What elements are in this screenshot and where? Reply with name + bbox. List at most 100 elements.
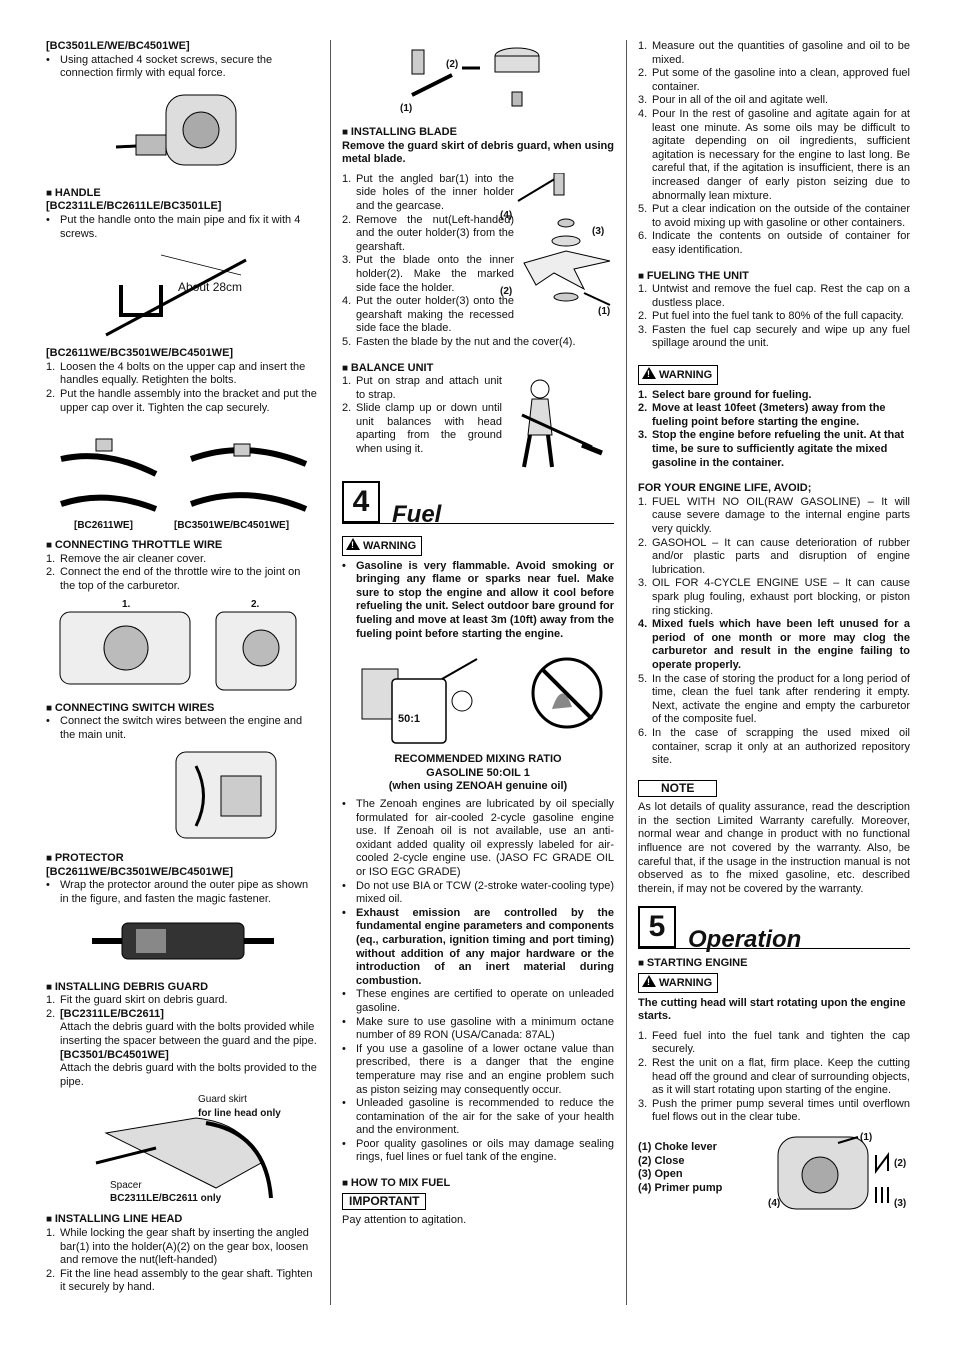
figure-label: (2) (500, 285, 513, 297)
figure-caption: [BC3501WE/BC4501WE] (174, 520, 290, 532)
list-item: •Poor quality gasolines or oils may dama… (342, 1137, 614, 1164)
list-item: 2.Rest the unit on a flat, firm place. K… (638, 1057, 910, 1097)
chapter-number: 4 (342, 481, 380, 524)
list-item: •Exhaust emission are controlled by the … (342, 906, 614, 987)
legend-item: (2) Close (638, 1154, 685, 1167)
fuel-bullet-list: •The Zenoah engines are lubricated by oi… (342, 798, 614, 1165)
list-item: 2.Put fuel into the fuel tank to 80% of … (638, 310, 904, 323)
figure-label: (4) (500, 209, 513, 221)
chapter-heading: 4 Fuel (342, 481, 614, 528)
section-title: BALANCE UNIT (342, 362, 614, 376)
chapter-title: Operation (688, 925, 802, 953)
warning-icon (642, 975, 656, 990)
list-item: 5.Put a clear indication on the outside … (638, 203, 910, 229)
chapter-number: 5 (638, 906, 676, 949)
section-title: HANDLE (46, 187, 318, 201)
figure-label: Guard skirt (198, 1094, 247, 1106)
list-item: 3.OIL FOR 4-CYCLE ENGINE USE – It can ca… (638, 577, 910, 617)
column-divider (626, 40, 627, 1305)
warning-icon (346, 538, 360, 553)
list-item: 2.Connect the end of the throttle wire t… (46, 566, 301, 592)
figure-step-label: 2. (251, 598, 260, 610)
list-item: •These engines are certified to operate … (342, 988, 614, 1014)
note-label: NOTE (638, 779, 718, 798)
list-item: •Using attached 4 socket screws, secure … (46, 53, 273, 80)
warning-label: WARNING (342, 536, 423, 556)
figure-label: (3) (592, 225, 605, 237)
debris-guard-figure: Guard skirt for line head only Spacer BC… (46, 1093, 318, 1205)
list-item: 1.Untwist and remove the fuel cap. Rest … (638, 283, 910, 309)
list-item: 1.Remove the air cleaner cover. (46, 552, 207, 565)
column-2: (1) (2) INSTALLING BLADE Remove the guar… (342, 40, 614, 1228)
list-item: 4.Pour In the rest of gasoline and agita… (638, 107, 910, 202)
section-title: CONNECTING SWITCH WIRES (46, 702, 318, 716)
starting-engine-figure: (1) (2) (3) (4) (748, 1131, 908, 1213)
legend-item: (4) Primer pump (638, 1181, 723, 1194)
list-item: •If you use a gasoline of a lower octane… (342, 1042, 614, 1096)
list-item: 2.Fit the line head assembly to the gear… (46, 1267, 313, 1294)
list-item: •Make sure to use gasoline with a minimu… (342, 1015, 614, 1042)
list-item: •The Zenoah engines are lubricated by oi… (342, 798, 614, 878)
mix-title: (when using ZENOAH genuine oil) (388, 780, 568, 793)
list-item: 6.Indicate the contents on outside of co… (638, 230, 910, 256)
model-heading: [BC2311LE/BC2611LE/BC3501LE] (46, 200, 222, 213)
list-item: 2.Remove the nut(Left-handed) and the ou… (342, 213, 514, 253)
section-title: STARTING ENGINE (638, 957, 910, 971)
list-item: •Connect the switch wires between the en… (46, 715, 303, 741)
section-title: HOW TO MIX FUEL (342, 1177, 614, 1191)
list-item: 1.While locking the gear shaft by insert… (46, 1227, 309, 1267)
avoid-title: FOR YOUR ENGINE LIFE, AVOID; (638, 482, 812, 495)
figure-label: (3) (894, 1197, 907, 1209)
handle-figure: About 28cm (46, 245, 318, 341)
list-item: 3.Put the blade onto the inner holder(2)… (342, 254, 514, 294)
figure-step-label: 1. (122, 598, 131, 610)
list-item: 2.Slide clamp up or down until unit bala… (342, 402, 502, 456)
warning-text: •Gasoline is very flammable. Avoid smoki… (342, 559, 614, 640)
column-3: 1.Measure out the quantities of gasoline… (638, 40, 910, 1213)
chapter-title: Fuel (392, 500, 442, 528)
model-heading: [BC3501LE/WE/BC4501WE] (46, 40, 190, 52)
section-title: INSTALLING BLADE (342, 126, 614, 140)
warning-icon (642, 367, 656, 382)
list-item: 2.[BC2311LE/BC2611]Attach the debris gua… (46, 1007, 317, 1088)
list-item: 3.Push the primer pump several times unt… (638, 1097, 910, 1124)
figure-label: (1) (860, 1131, 873, 1143)
figure-label: (4) (768, 1197, 781, 1209)
figure-caption: [BC2611WE] (74, 520, 133, 532)
list-item: 2.GASOHOL – It can cause deterioration o… (638, 536, 910, 576)
list-item: 1.FUEL WITH NO OIL(RAW GASOLINE) – It wi… (638, 495, 910, 535)
figure-label: Spacer (110, 1180, 142, 1192)
blade-figure: (4) (3) (2) (1) (500, 172, 614, 323)
blade-note: Remove the guard skirt of debris guard, … (342, 139, 614, 166)
figure-label: (2) (446, 59, 459, 70)
list-item: 3.Fasten the fuel cap securely and wipe … (638, 323, 910, 350)
list-item: 2.Put some of the gasoline into a clean,… (638, 67, 910, 93)
line-head-figure: (1) (2) (342, 40, 614, 118)
list-item: 1.Put the angled bar(1) into the side ho… (342, 172, 514, 212)
list-item: 1.Loosen the 4 bolts on the upper cap an… (46, 360, 306, 387)
list-item: 5.In the case of storing the product for… (638, 672, 910, 726)
fuel-can-figure: 50:1 (342, 649, 614, 749)
throttle-figure: 1. 2. (46, 598, 318, 694)
list-item: 3.Pour in all of the oil and agitate wel… (638, 94, 829, 107)
list-item: 1.Select bare ground for fueling. (638, 388, 812, 401)
section-title: CONNECTING THROTTLE WIRE (46, 539, 318, 553)
start-warning-text: The cutting head will start rotating upo… (638, 996, 906, 1023)
protector-figure (46, 911, 318, 973)
section-title: PROTECTOR (46, 852, 318, 866)
figure-label: BC2311LE/BC2611 only (110, 1193, 222, 1205)
list-item: 3.Stop the engine before refueling the u… (638, 429, 904, 469)
dimension-label: About 28cm (178, 280, 243, 295)
important-label: IMPORTANT (342, 1192, 427, 1211)
important-text: Pay attention to agitation. (342, 1214, 467, 1227)
list-item: •Unleaded gasoline is recommended to red… (342, 1097, 614, 1137)
list-item: 6.In the case of scrapping the used mixe… (638, 726, 910, 767)
section-title: INSTALLING DEBRIS GUARD (46, 981, 318, 995)
section-title: FUELING THE UNIT (638, 270, 910, 284)
list-item: 1.Fit the guard skirt on debris guard. (46, 994, 228, 1007)
figure-label: (1) (400, 103, 413, 114)
list-item: •Put the handle onto the main pipe and f… (46, 213, 301, 240)
list-item: 4.Put the outer holder(3) onto the gears… (342, 295, 514, 335)
engine-connection-figure (46, 85, 318, 179)
list-item: 2.Move at least 10feet (3meters) away fr… (638, 402, 886, 428)
